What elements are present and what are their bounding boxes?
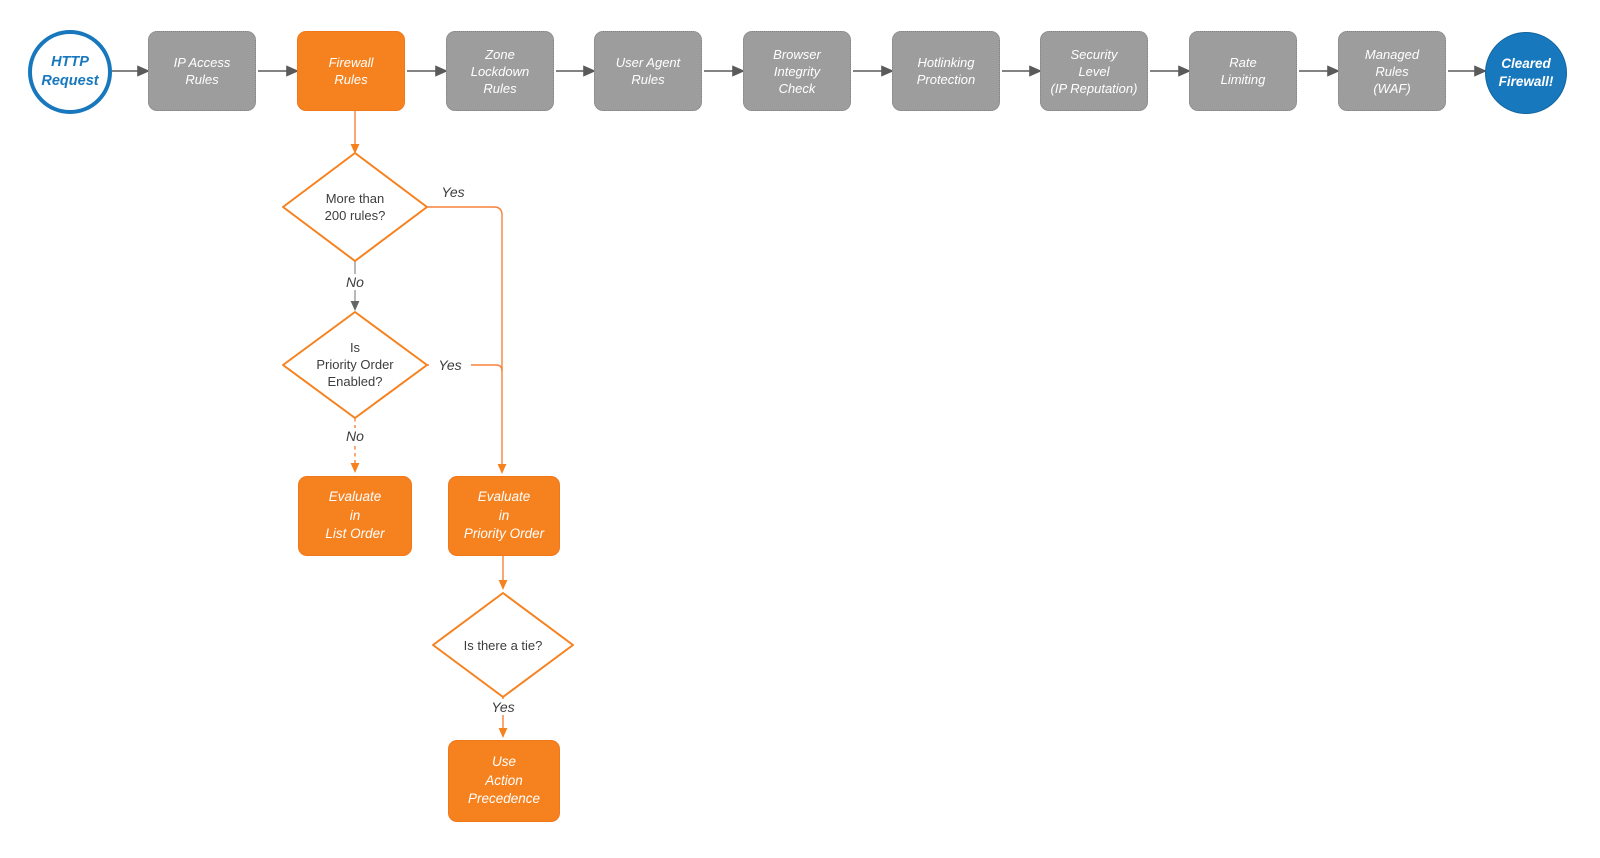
arrow-head-icon — [1327, 65, 1340, 77]
start-node-http-request: HTTP Request — [28, 30, 112, 114]
decision-label-is-there-a-tie: Is there a tie? — [463, 638, 543, 653]
pipeline-box-label: User Agent Rules — [615, 55, 681, 87]
pipeline-box-user-agent-rules: User Agent Rules — [594, 31, 702, 111]
pipeline-box-browser-integrity-check: Browser Integrity Check — [743, 31, 851, 111]
pipeline-arrows — [112, 65, 1487, 77]
pipeline-box-firewall-rules: Firewall Rules — [297, 31, 405, 111]
decision-diamonds — [282, 152, 574, 698]
pipeline-box-ip-access-rules: IP Access Rules — [148, 31, 256, 111]
arrow-head-icon — [881, 65, 894, 77]
pipeline-box-label: Security Level (IP Reputation) — [1050, 46, 1138, 96]
pipeline-box-label: Firewall Rules — [328, 55, 374, 87]
pipeline-box-label: Browser Integrity Check — [773, 46, 821, 96]
edge-label-yes-1: Yes — [432, 184, 474, 200]
arrow-head-icon — [1029, 65, 1042, 77]
action-box-evaluate-in-priority-order: Evaluate in Priority Order — [448, 476, 560, 556]
action-box-label: Evaluate in Priority Order — [463, 489, 545, 542]
pipeline-box-label: IP Access Rules — [173, 55, 231, 87]
action-box-use-action-precedence: Use Action Precedence — [448, 740, 560, 822]
arrow-head-icon — [498, 728, 508, 738]
arrow-head-icon — [732, 65, 745, 77]
edge-label-yes-2: Yes — [429, 357, 471, 373]
action-box-label: Evaluate in List Order — [325, 489, 385, 542]
pipeline-box-label: Zone Lockdown Rules — [470, 46, 530, 96]
pipeline-box-label: Hotlinking Protection — [916, 55, 976, 87]
edge-label-no-1: No — [334, 274, 376, 290]
end-node-cleared-firewall: Cleared Firewall! — [1485, 32, 1567, 114]
edge-label-no-2: No — [334, 428, 376, 444]
arrow-head-icon — [350, 144, 360, 154]
action-box-evaluate-in-list-order: Evaluate in List Order — [298, 476, 412, 556]
pipeline-box-label: Rate Limiting — [1220, 55, 1266, 87]
pipeline-box-label: Managed Rules (WAF) — [1364, 46, 1420, 96]
arrow-head-icon — [137, 65, 150, 77]
edge-label-yes-3: Yes — [482, 699, 524, 715]
arrow-head-icon — [350, 301, 360, 311]
pipeline-box-hotlinking-protection: Hotlinking Protection — [892, 31, 1000, 111]
arrow-head-icon — [497, 464, 507, 474]
pipeline-box-managed-rules-waf: Managed Rules (WAF) — [1338, 31, 1446, 111]
arrow-head-icon — [286, 65, 299, 77]
decision-diamond-priority-order-enabled — [282, 311, 428, 419]
decision-label-priority-order-enabled: Is Priority Order Enabled? — [316, 340, 394, 389]
pipeline-box-rate-limiting: Rate Limiting — [1189, 31, 1297, 111]
decision-diamond-more-than-200-rules — [282, 152, 428, 262]
start-node-label: HTTP Request — [41, 54, 99, 89]
arrow-head-icon — [350, 463, 360, 473]
decision-diamond-is-there-a-tie — [432, 592, 574, 698]
pipeline-box-zone-lockdown-rules: Zone Lockdown Rules — [446, 31, 554, 111]
pipeline-box-security-level: Security Level (IP Reputation) — [1040, 31, 1148, 111]
action-box-label: Use Action Precedence — [467, 754, 541, 807]
end-node-label: Cleared Firewall! — [1498, 56, 1554, 89]
arrow-head-icon — [1474, 65, 1487, 77]
arrow-head-icon — [1178, 65, 1191, 77]
arrow-head-icon — [435, 65, 448, 77]
orange-arrow-heads — [350, 144, 508, 738]
decision-label-more-than-200-rules: More than 200 rules? — [324, 191, 386, 223]
arrow-head-icon — [583, 65, 596, 77]
arrow-head-icon — [498, 580, 508, 590]
